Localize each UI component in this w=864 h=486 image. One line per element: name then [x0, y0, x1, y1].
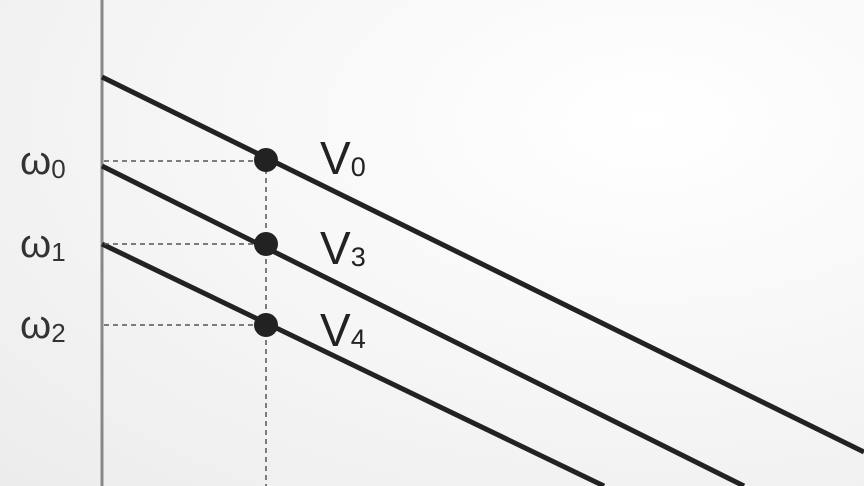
curve-line-v0: [100, 74, 864, 455]
omega-label-1: ω1: [20, 222, 66, 267]
curve-label-v3: V3: [320, 222, 366, 274]
operating-point-v3: [254, 232, 278, 256]
curve-label-v0: V0: [320, 132, 366, 184]
operating-point-v0: [254, 148, 278, 172]
omega-label-0: ω0: [20, 139, 66, 184]
curve-line-v4: [100, 241, 606, 486]
curve-line-v3: [100, 163, 746, 486]
operating-point-v4: [254, 313, 278, 337]
omega-label-2: ω2: [20, 303, 66, 348]
curve-label-v4: V4: [320, 304, 366, 356]
